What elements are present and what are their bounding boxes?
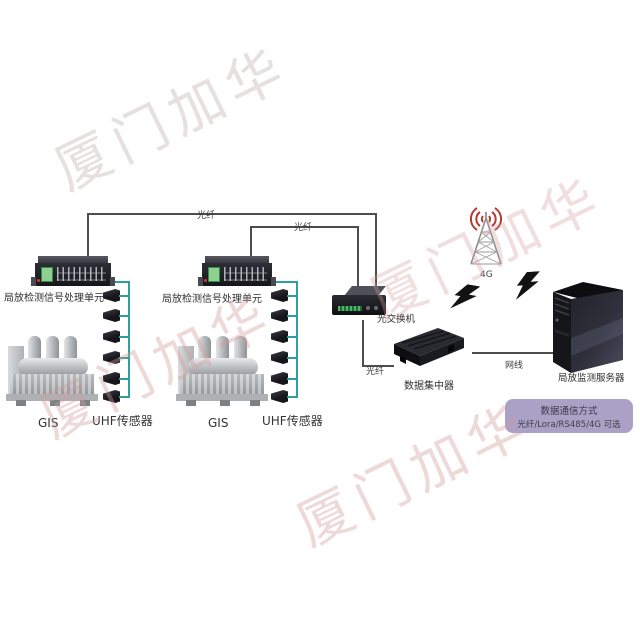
uhf-sensor-icon: [103, 351, 120, 364]
uhf-sensor-column-2: [271, 287, 299, 405]
watermark-text: 厦门加华: [44, 34, 300, 203]
optical-switch-label: 光交换机: [377, 314, 416, 325]
server-tower-icon: [553, 282, 623, 373]
fiber-line-inner-left: [250, 226, 252, 256]
ethernet-label: 网线: [505, 361, 524, 371]
uhf-sensor-icon: [271, 309, 288, 322]
sensor-bus2-top: [270, 281, 297, 283]
uhf-sensor-icon: [271, 351, 288, 364]
uhf-sensors1-label: UHF传感器: [92, 414, 153, 428]
signal-processing-unit-2-icon: [198, 256, 276, 288]
rack-ports: [224, 267, 267, 281]
uhf-sensors2-label: UHF传感器: [262, 414, 323, 428]
sensor-bus1-vertical: [128, 281, 130, 398]
note-title: 数据通信方式: [540, 405, 598, 417]
radio-tower-icon: [470, 207, 502, 265]
uhf-sensor-icon: [103, 309, 120, 322]
rack-screen: [41, 267, 53, 282]
rack-led: [37, 279, 40, 282]
sensor-bus1-top: [108, 281, 130, 283]
server-label: 局放监测服务器: [558, 373, 625, 384]
rack-body: [31, 263, 115, 286]
gis1-label: GIS: [38, 416, 59, 430]
sensor-bus2-vertical: [296, 281, 298, 398]
uhf-sensor-icon: [103, 289, 120, 302]
fiber-line-switch-down: [362, 320, 364, 366]
gis2-label: GIS: [208, 416, 229, 430]
comm-options-note: 数据通信方式 光纤/Lora/RS485/4G 可选: [505, 399, 633, 433]
uhf-sensor-icon: [271, 390, 288, 403]
unit2-label: 局放检测信号处理单元: [162, 294, 262, 305]
uhf-sensor-icon: [271, 372, 288, 385]
watermark-text: 厦门加华: [286, 390, 542, 559]
gis-equipment-1-icon: [6, 332, 98, 408]
fiber-line-inner-right: [357, 226, 359, 290]
fiber-label-outer: 光纤: [197, 211, 216, 221]
uhf-sensor-icon: [271, 330, 288, 343]
ethernet-line: [472, 352, 556, 354]
data-concentrator-icon: [394, 328, 464, 366]
note-options: 光纤/Lora/RS485/4G 可选: [517, 419, 621, 430]
fiber-label-switch: 光纤: [366, 367, 385, 377]
fiber-line-outer-right: [375, 213, 377, 290]
unit1-label: 局放检测信号处理单元: [4, 293, 104, 304]
fiber-line-outer-left: [87, 213, 89, 256]
rack-body: [198, 263, 276, 286]
rack-top: [205, 256, 269, 263]
uhf-sensor-icon: [103, 372, 120, 385]
rack-ports: [57, 267, 106, 281]
fiber-label-inner: 光纤: [294, 223, 313, 233]
tower-4g-label: 4G: [480, 270, 493, 280]
signal-processing-unit-1-icon: [31, 256, 115, 288]
gis-equipment-2-icon: [176, 332, 268, 408]
rack-led: [204, 279, 207, 282]
fiber-line-switch-across: [362, 365, 394, 367]
optical-switch-icon: [332, 286, 390, 320]
lightning-bolt-icon: [515, 271, 540, 300]
fiber-line-outer-top: [87, 213, 376, 215]
data-concentrator-label: 数据集中器: [404, 381, 454, 392]
uhf-sensor-icon: [103, 330, 120, 343]
uhf-sensor-icon: [271, 289, 288, 302]
uhf-sensor-icon: [103, 390, 120, 403]
lightning-bolt-icon: [450, 284, 481, 309]
rack-screen: [208, 267, 220, 282]
fiber-line-inner-top: [250, 226, 358, 228]
uhf-sensor-column-1: [103, 287, 131, 405]
rack-top: [38, 256, 108, 263]
